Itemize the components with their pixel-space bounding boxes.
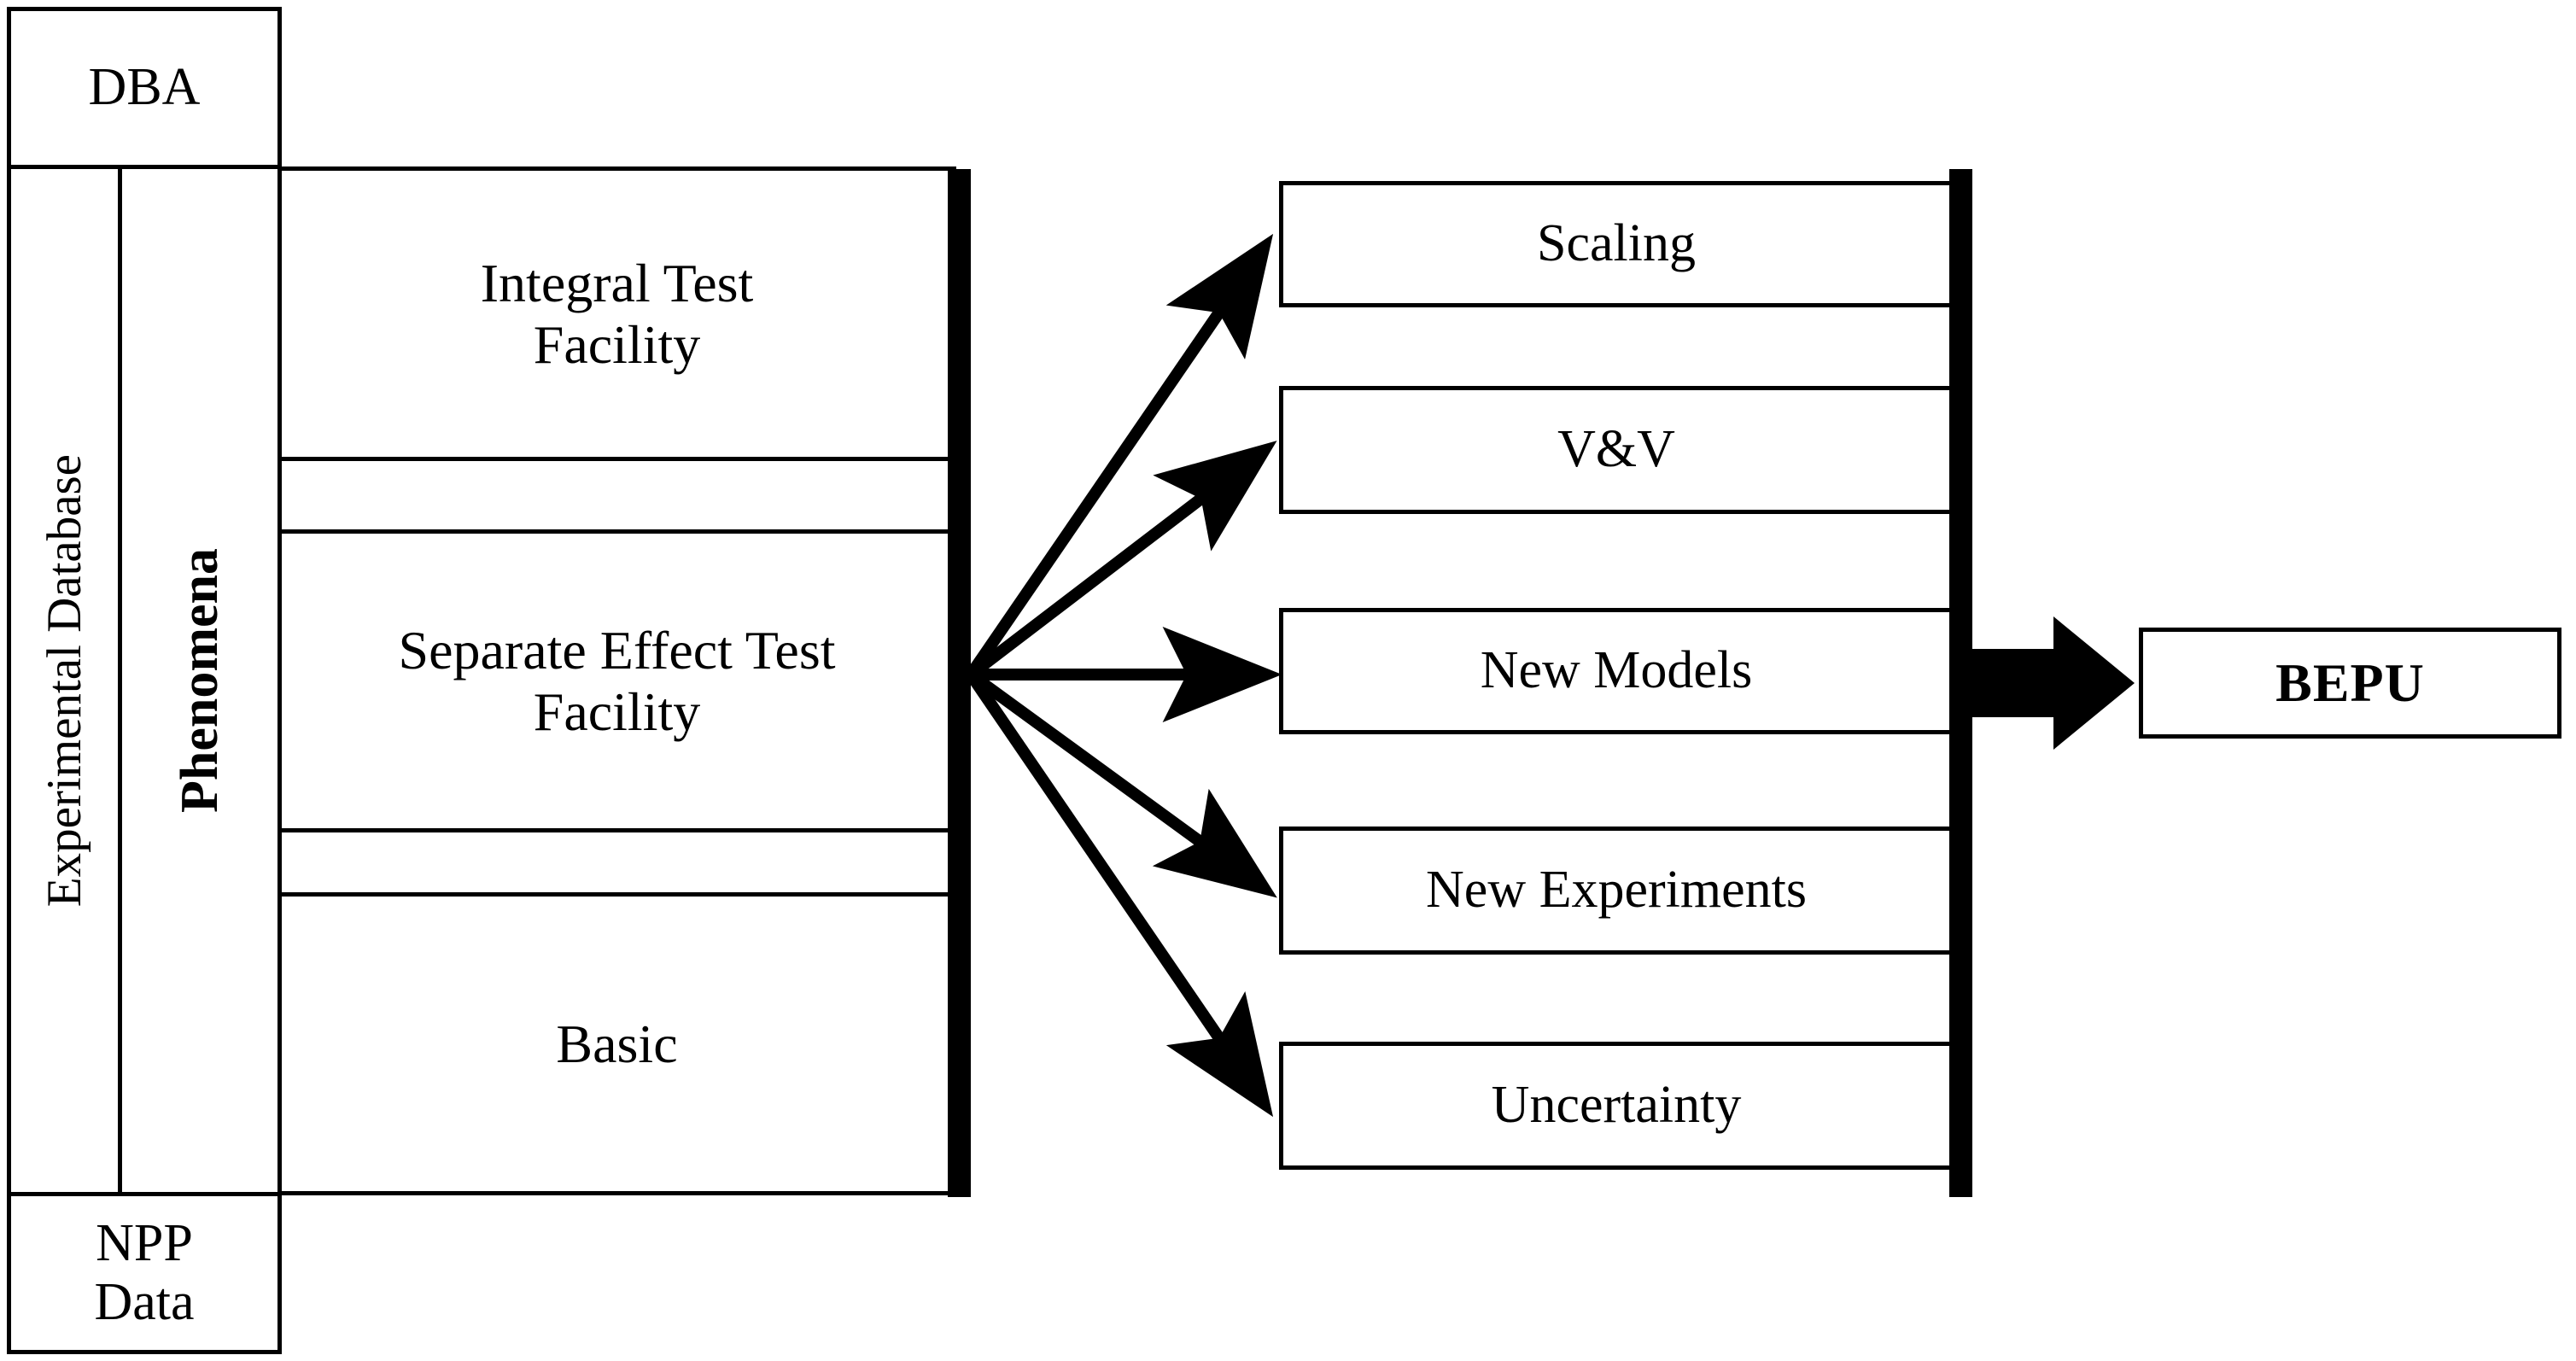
basic-box[interactable]: Basic bbox=[277, 892, 956, 1195]
phenomena-label-box[interactable]: Phenomena bbox=[118, 165, 282, 1196]
npp-data-label: NPP Data bbox=[94, 1214, 194, 1333]
integral-test-facility-label: Integral Test Facility bbox=[481, 253, 754, 375]
uncertainty-box[interactable]: Uncertainty bbox=[1279, 1042, 1954, 1170]
arrow-to-vv bbox=[967, 441, 1277, 680]
integral-test-facility-box[interactable]: Integral Test Facility bbox=[277, 166, 956, 461]
integral-test-facility-line1: Integral Test bbox=[480, 252, 754, 313]
separate-effect-test-facility-label: Separate Effect Test Facility bbox=[398, 620, 835, 742]
npp-data-line2: Data bbox=[94, 1273, 195, 1331]
arrow-to-uncertainty bbox=[966, 671, 1274, 1118]
bepu-box[interactable]: BEPU bbox=[2139, 628, 2561, 739]
separate-effect-test-facility-line2: Facility bbox=[533, 680, 701, 742]
dba-box[interactable]: DBA bbox=[7, 7, 282, 169]
new-models-box[interactable]: New Models bbox=[1279, 608, 1954, 734]
integral-test-facility-line2: Facility bbox=[533, 313, 701, 375]
new-experiments-box[interactable]: New Experiments bbox=[1279, 827, 1954, 955]
experimental-database-label-box[interactable]: Experimental Database bbox=[7, 165, 122, 1196]
experimental-database-label: Experimental Database bbox=[38, 453, 91, 908]
separate-effect-test-facility-line1: Separate Effect Test bbox=[398, 619, 836, 680]
arrow-to-scaling bbox=[966, 233, 1274, 678]
vv-box[interactable]: V&V bbox=[1279, 386, 1954, 514]
phenomena-label: Phenomena bbox=[170, 548, 229, 813]
scaling-box[interactable]: Scaling bbox=[1279, 181, 1954, 307]
separate-effect-test-facility-box[interactable]: Separate Effect Test Facility bbox=[277, 529, 956, 832]
npp-data-box[interactable]: NPP Data bbox=[7, 1192, 282, 1354]
bepu-arrow-shaft bbox=[1964, 649, 2066, 717]
npp-data-line1: NPP bbox=[96, 1213, 193, 1272]
left-collector-bar bbox=[948, 169, 971, 1197]
arrow-to-new-experiments bbox=[967, 669, 1277, 898]
